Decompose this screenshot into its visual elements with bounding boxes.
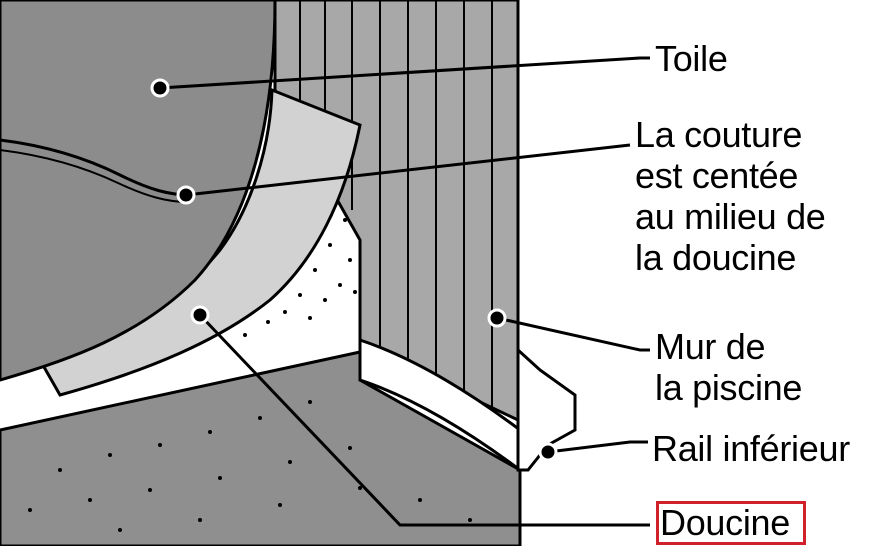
leader-mur bbox=[496, 316, 650, 352]
dot-doucine bbox=[190, 305, 210, 325]
soil-speckles bbox=[28, 218, 472, 532]
dot-markers bbox=[150, 78, 558, 462]
leader-rail bbox=[547, 440, 648, 454]
label-mur-piscine: Mur de la piscine bbox=[655, 326, 803, 408]
label-rail-inferieur: Rail inférieur bbox=[652, 428, 850, 469]
dot-toile bbox=[150, 78, 170, 98]
leader-doucine bbox=[198, 313, 650, 527]
dot-couture bbox=[176, 185, 196, 205]
dot-mur bbox=[487, 308, 507, 328]
label-couture: La couture est centée au milieu de la do… bbox=[635, 114, 826, 278]
liner-seam-inner bbox=[0, 149, 189, 203]
liner-seam bbox=[0, 138, 191, 197]
leader-lines bbox=[159, 56, 650, 527]
leader-couture bbox=[185, 143, 631, 197]
label-toile: Toile bbox=[655, 38, 728, 79]
leader-toile bbox=[159, 56, 650, 90]
dot-rail bbox=[538, 442, 558, 462]
liner bbox=[0, 0, 277, 382]
label-doucine: Doucine bbox=[660, 502, 790, 543]
doucine-highlight-box bbox=[656, 501, 806, 545]
